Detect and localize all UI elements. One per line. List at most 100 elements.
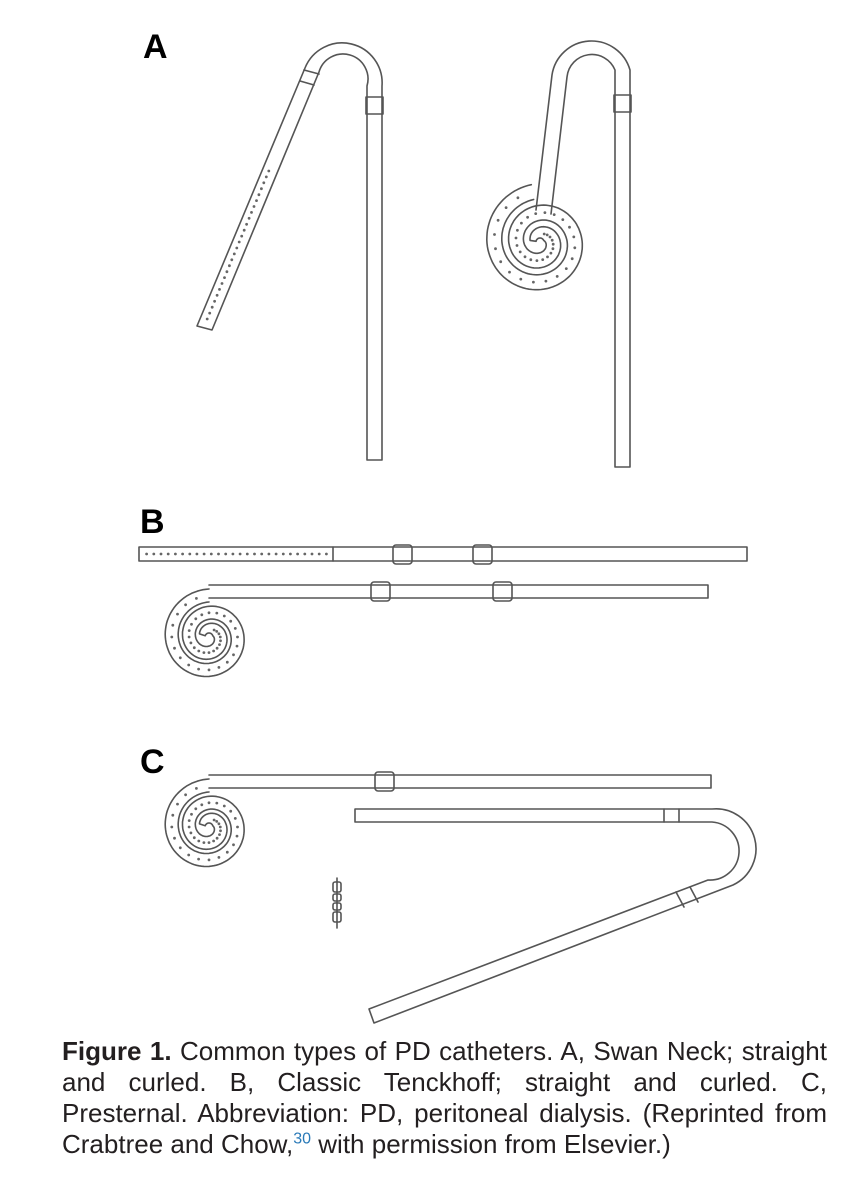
side-holes [145, 552, 328, 556]
side-holes [170, 787, 239, 862]
tenckhoff-straight-catheter [138, 544, 748, 565]
side-hole [215, 801, 219, 805]
side-hole [235, 644, 239, 648]
side-hole [317, 552, 321, 556]
side-hole [515, 244, 519, 247]
side-hole [496, 218, 500, 222]
side-hole [552, 213, 556, 217]
side-hole [229, 809, 233, 813]
side-hole [223, 276, 226, 279]
side-hole [310, 552, 314, 556]
side-hole [235, 246, 239, 250]
side-hole [210, 305, 214, 309]
curl-coil [164, 588, 245, 678]
side-hole [197, 649, 201, 653]
side-hole [541, 258, 545, 261]
side-hole [232, 843, 235, 847]
side-hole [549, 251, 553, 255]
side-hole [325, 552, 328, 556]
side-hole [173, 836, 176, 840]
side-hole [572, 235, 576, 239]
side-hole [296, 552, 299, 556]
catheter-illustration: A B C [138, 28, 757, 1024]
side-hole [504, 206, 508, 210]
side-hole [213, 299, 217, 303]
side-hole [215, 836, 219, 840]
side-hole [240, 234, 244, 238]
side-hole [303, 552, 307, 556]
side-hole [229, 619, 233, 623]
side-hole [267, 552, 271, 556]
curl-coil [486, 183, 584, 291]
caption-reference[interactable]: 30 [293, 1130, 312, 1148]
side-hole [519, 277, 523, 281]
caption-text: Common types of PD catheters. A, Swan Ne… [62, 1036, 827, 1159]
side-hole [219, 639, 222, 643]
side-hole [178, 656, 182, 660]
side-hole [235, 834, 239, 838]
side-hole [242, 228, 246, 232]
side-hole [231, 552, 235, 556]
side-hole [544, 279, 548, 283]
side-hole [493, 233, 496, 236]
side-hole [195, 552, 199, 556]
side-hole [187, 663, 191, 667]
panel-label-b: B [140, 503, 165, 541]
side-hole [225, 270, 229, 274]
side-hole [564, 267, 568, 270]
side-hole [195, 787, 198, 790]
side-hole [152, 552, 156, 556]
side-hole [195, 597, 198, 600]
swan-neck-curled-catheter [486, 40, 632, 468]
side-hole [187, 853, 191, 857]
side-hole [508, 270, 511, 274]
presternal-abdominal-catheter [164, 771, 712, 868]
side-hole [245, 222, 249, 226]
side-hole [236, 825, 239, 829]
side-hole [212, 649, 216, 653]
side-hole [535, 259, 539, 262]
panel-label-c: C [140, 743, 165, 781]
side-hole [190, 812, 193, 816]
side-hole [202, 651, 206, 654]
side-hole [534, 212, 538, 216]
curl-coil [164, 778, 245, 868]
side-hole [176, 802, 179, 806]
side-hole [202, 841, 206, 844]
side-hole [218, 825, 222, 829]
side-hole [545, 233, 549, 237]
side-hole [561, 218, 565, 222]
side-hole [281, 552, 285, 556]
caption-label: Figure 1. [62, 1036, 172, 1066]
side-hole [518, 250, 522, 254]
side-hole [173, 646, 176, 650]
side-hole [245, 552, 249, 556]
side-hole [233, 817, 237, 820]
side-hole [215, 646, 219, 650]
side-hole [215, 293, 219, 297]
side-hole [514, 236, 518, 240]
side-hole [255, 199, 258, 203]
side-hole [253, 552, 256, 556]
panel-label-a: A [143, 28, 168, 66]
side-hole [516, 196, 520, 200]
side-hole [174, 552, 177, 556]
side-hole [187, 819, 191, 822]
side-hole [224, 552, 228, 556]
side-hole [260, 187, 263, 191]
side-hole [205, 317, 209, 321]
cuff [370, 581, 391, 602]
side-hole [222, 614, 226, 618]
cuff-line [299, 80, 315, 86]
side-holes [205, 169, 271, 321]
side-hole [262, 181, 266, 185]
side-hole [207, 668, 211, 672]
swan-neck-straight-catheter [196, 42, 384, 461]
side-hole [176, 612, 179, 616]
side-hole [219, 829, 222, 833]
side-hole [187, 635, 191, 639]
side-hole [274, 552, 278, 556]
side-hole [215, 820, 219, 823]
side-hole [542, 232, 546, 236]
side-hole [170, 825, 174, 829]
